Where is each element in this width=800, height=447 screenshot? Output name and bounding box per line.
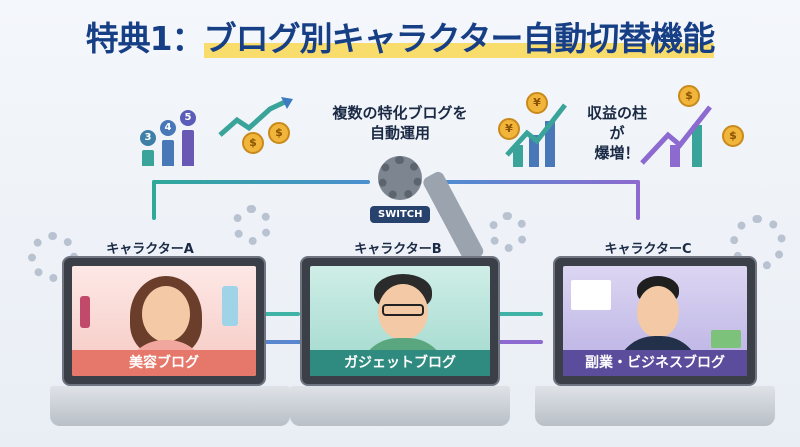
growth-arrow-icon — [640, 105, 712, 167]
caption-line: 爆増！ — [594, 144, 640, 162]
coin-icon: $ — [678, 85, 700, 107]
coin-icon: $ — [722, 125, 744, 147]
gear-icon — [232, 205, 272, 245]
flow-arrow — [430, 180, 640, 184]
title-prefix: 特典1： — [85, 19, 205, 58]
chart-bar — [182, 130, 194, 166]
money-icon — [711, 330, 741, 348]
center-caption: 複数の特化ブログを自動運用 — [300, 103, 500, 143]
blog-label-a: 美容ブログ — [72, 350, 256, 376]
switch-gear-icon — [378, 156, 422, 200]
avatar-a — [142, 286, 190, 342]
coin-icon: $ — [242, 132, 264, 154]
chart-bar — [162, 140, 174, 166]
laptop-b: ガジェットブログ — [290, 256, 510, 447]
avatar-c — [637, 286, 679, 338]
ranking-chart: 3 4 5 — [138, 108, 210, 166]
coin-icon: ¥ — [526, 92, 548, 114]
right-caption: 収益の柱が爆増！ — [582, 103, 652, 163]
blog-screen-c[interactable]: 副業・ビジネスブログ — [563, 266, 747, 376]
gear-icon — [730, 215, 786, 271]
character-a-label: キャラクターA — [106, 242, 194, 257]
rank-number: 5 — [180, 110, 196, 126]
lipstick-icon — [80, 296, 90, 328]
title-main: ブログ別キャラクター自動切替機能 — [203, 19, 715, 58]
glasses-icon — [382, 304, 424, 316]
caption-line: 複数の特化ブログを — [332, 104, 468, 122]
coin-icon: $ — [268, 122, 290, 144]
rank-number: 4 — [160, 120, 176, 136]
blog-screen-a[interactable]: 美容ブログ — [72, 266, 256, 376]
rank-number: 3 — [140, 130, 156, 146]
flow-arrow — [152, 180, 370, 184]
flow-arrow — [498, 340, 543, 344]
caption-line: 収益の柱が — [586, 104, 647, 142]
blog-label-b: ガジェットブログ — [310, 350, 490, 376]
flow-arrow — [250, 312, 300, 316]
laptop-keyboard — [50, 386, 290, 426]
switch-button[interactable]: SWITCH — [370, 206, 431, 223]
gear-icon — [488, 212, 528, 252]
dashboard-icon — [571, 280, 611, 310]
blog-screen-b[interactable]: ガジェットブログ — [310, 266, 490, 376]
chart-bar — [142, 150, 154, 166]
coin-icon: ¥ — [498, 118, 520, 140]
avatar-b — [378, 284, 428, 340]
laptop-keyboard — [535, 386, 775, 426]
laptop-c: 副業・ビジネスブログ — [535, 256, 775, 447]
laptop-a: 美容ブログ — [50, 256, 290, 447]
cosmetic-bottle-icon — [222, 286, 238, 326]
flow-arrow — [498, 312, 543, 316]
flow-arrow — [258, 340, 303, 344]
blog-label-c: 副業・ビジネスブログ — [563, 350, 747, 376]
laptop-keyboard — [290, 386, 510, 426]
page-title: 特典1：ブログ別キャラクター自動切替機能 — [0, 12, 800, 60]
caption-line: 自動運用 — [369, 124, 430, 142]
flow-arrow — [636, 180, 640, 220]
character-b-label: キャラクターB — [354, 242, 442, 257]
growth-arrow-icon — [218, 97, 293, 137]
growth-arrow-icon — [505, 103, 567, 167]
flow-arrow — [152, 180, 156, 220]
character-c-label: キャラクターC — [604, 242, 692, 257]
